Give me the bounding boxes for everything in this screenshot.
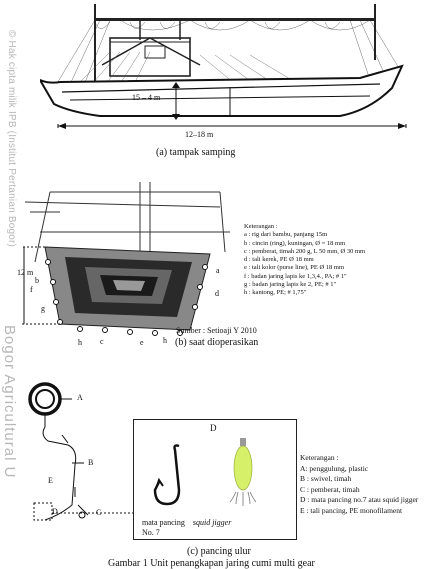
caption-a: (a) tampak samping — [156, 147, 236, 158]
handline-label-b: B — [88, 458, 94, 467]
handline-label-d: D — [52, 507, 58, 516]
label-h1: h — [78, 338, 82, 347]
label-e: e — [140, 338, 144, 347]
handline-label-e: E — [48, 476, 53, 485]
handline-drawing — [28, 375, 135, 521]
watermark: © Hak cipta milik IPB (Institut Pertania… — [0, 0, 20, 568]
handline-legend-item: D : mata pancing no.7 atau squid jigger — [300, 495, 419, 504]
handline-legend-item: B : swivel, timah — [300, 474, 352, 483]
boat-side-view-drawing — [40, 4, 407, 129]
squid-jigger-icon — [229, 438, 257, 506]
boat-length-dimension: 12–18 m — [185, 130, 214, 139]
handline-legend-item: C : pemberat, timah — [300, 484, 360, 494]
net-legend-item: h : kantong, PE; # 1,75" — [244, 289, 307, 297]
caption-c: (c) pancing ulur — [187, 546, 251, 557]
net-legend-title: Keterangan : — [244, 223, 278, 230]
source-note: Sumber : Setioaji Y 2010 — [176, 326, 257, 335]
hook-label-text: mata pancing — [142, 518, 185, 527]
label-b: b — [35, 276, 39, 285]
hook-label-number: No. 7 — [142, 528, 160, 537]
net-operating-drawing — [22, 182, 230, 336]
net-legend-item: f : badan jaring lapis ke 1,3,4., PA; # … — [244, 272, 347, 280]
net-side-dimension: 12 m — [17, 268, 34, 277]
net-legend-item: b : cincin (ring), kuningan, Ø = 18 mm — [244, 239, 346, 247]
handline-legend-item: A: penggulung, plastic — [300, 463, 369, 473]
watermark-copyright: © Hak cipta milik IPB (Institut Pertania… — [6, 30, 17, 248]
caption-b: (b) saat dioperasikan — [175, 337, 259, 348]
hook-label-italic: squid jigger — [192, 518, 232, 527]
hook-icon — [153, 444, 181, 506]
detail-box-title: D — [210, 423, 217, 433]
handline-label-c: C — [96, 508, 102, 517]
label-d: d — [215, 289, 219, 298]
label-f: f — [30, 285, 33, 294]
net-legend-item: c : pemberat, timah 200 g, L 50 mm, Ø 30… — [244, 247, 366, 255]
handline-legend-item: E : tali pancing, PE monofilament — [300, 505, 403, 515]
net-legend: Keterangan : a : rig dari bambu, panjang… — [244, 223, 430, 298]
watermark-university: Bogor Agricultural U — [1, 325, 18, 479]
handline-legend: Keterangan : A: penggulung, plastic B : … — [300, 453, 431, 516]
handline-label-a: A — [77, 393, 83, 402]
figure-caption: Gambar 1 Unit penangkapan jaring cumi mu… — [108, 558, 315, 569]
handline-legend-title: Keterangan : — [300, 453, 339, 462]
detail-box-d: D mata pancing squid jigger No. 7 — [133, 419, 297, 540]
net-legend-item: d : tali kerek, PE Ø 18 mm — [244, 256, 314, 264]
label-h2: h — [163, 336, 167, 345]
boat-height-dimension: 15 – 4 m — [132, 93, 161, 102]
net-legend-item: g : badan jaring lapis ke 2, PE; # 1" — [244, 281, 337, 289]
label-g: g — [41, 304, 45, 313]
net-legend-item: a : rig dari bambu, panjang 15m — [244, 231, 328, 239]
net-legend-item: e : tali kolor (purse line), PE Ø 18 mm — [244, 264, 345, 272]
label-c: c — [100, 337, 104, 346]
hook-label: mata pancing squid jigger No. 7 — [142, 518, 231, 538]
label-a: a — [216, 266, 220, 275]
